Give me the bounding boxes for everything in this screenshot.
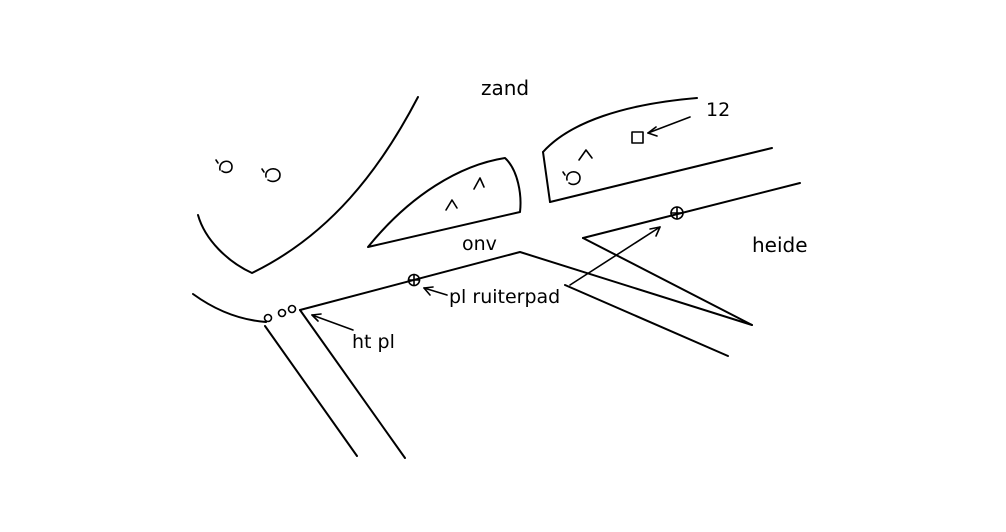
label-ht-pl: ht pl [352,331,395,353]
forest-edge-left [197,96,419,274]
label-heide: heide [752,233,808,257]
label-zand: zand [481,76,529,100]
small-circle-marker-icon [277,308,287,318]
label-12: 12 [706,99,730,121]
label-onv: onv [462,233,497,255]
square-marker-icon [631,131,644,144]
arrow-to-marker-left [423,287,448,296]
arrowhead-ht-pl [311,313,322,322]
road-main-upper-edge [299,251,753,326]
circle-cross-marker-icon [670,206,684,220]
small-circle-marker-icon [287,304,297,314]
arrow-to-marker-right [569,226,661,286]
forest-edge-lower-left [192,293,267,323]
road-main-lower-edge [564,284,729,357]
forest-patch-middle [367,157,522,248]
arrowhead-marker-right [649,226,661,237]
small-circle-marker-icon [263,313,273,323]
road-south-left-edge [264,325,358,457]
arrowhead-marker-left [423,286,434,296]
forest-patch-upper-right-left-edge [542,151,551,203]
tree-symbol [562,171,581,186]
road-south-right-edge [299,309,406,459]
arrowhead-square [647,126,658,137]
label-pl-ruiterpad: pl ruiterpad [449,286,560,308]
road-right-lower-edge [582,237,753,326]
arrow-to-ht-pl [311,314,354,331]
arrow-to-square [647,116,691,134]
circle-cross-marker-icon [407,273,421,287]
forest-patch-upper-right-bottom-edge [549,147,773,203]
forest-patch-upper-right [542,97,698,153]
vegetation-symbol [473,177,485,190]
tree-symbol [261,168,281,183]
tree-symbol [215,159,233,174]
road-right-upper-edge [582,182,801,239]
vegetation-symbol [578,149,593,161]
vegetation-symbol [445,199,458,211]
